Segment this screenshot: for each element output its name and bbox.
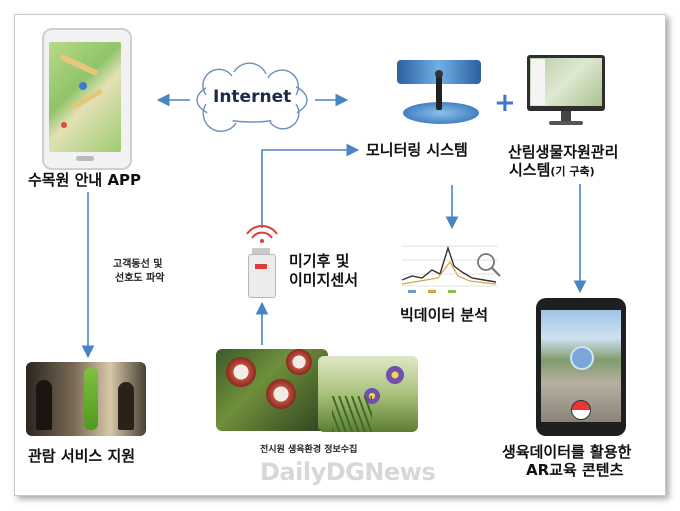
app-phone-image	[42, 28, 132, 170]
app-label: 수목원 안내 APP	[28, 171, 142, 189]
ar-label-line2: AR교육 콘텐츠	[526, 461, 624, 479]
plus-sign: +	[494, 88, 516, 118]
internet-label: Internet	[213, 87, 292, 107]
arrow-sensor-to-monitoring	[261, 143, 360, 228]
forest-system-monitor	[527, 55, 607, 133]
monitoring-system-image	[395, 58, 485, 128]
bigdata-chart-image	[398, 236, 508, 298]
ar-phone-image	[536, 298, 626, 436]
service-photo	[26, 362, 146, 436]
forest-label-note: (기 구축)	[550, 165, 595, 178]
collect-label: 전시원 생육환경 정보수집	[260, 445, 358, 455]
monitoring-label: 모니터링 시스템	[366, 141, 468, 159]
sensor-device-image	[240, 222, 284, 300]
service-label: 관람 서비스 지원	[28, 447, 136, 465]
sensor-label-line1: 미기후 및	[289, 252, 350, 270]
watermark-logo: DailyDGNews	[260, 458, 436, 486]
forest-label-line2: 시스템(기 구축)	[509, 160, 595, 180]
ar-label-line1: 생육데이터를 활용한	[502, 443, 632, 461]
app-map-screen	[49, 42, 121, 152]
orchid-photo	[216, 349, 328, 431]
analysis-label-line1: 고객동선 및	[113, 259, 163, 270]
pasque-flower-photo	[318, 356, 418, 432]
forest-label-line1: 산림생물자원관리	[508, 143, 619, 161]
sensor-label-line2: 이미지센서	[289, 271, 359, 289]
bigdata-label: 빅데이터 분석	[400, 306, 489, 324]
forest-label-main: 시스템	[509, 161, 551, 179]
analysis-label-line2: 선호도 파악	[115, 273, 165, 284]
